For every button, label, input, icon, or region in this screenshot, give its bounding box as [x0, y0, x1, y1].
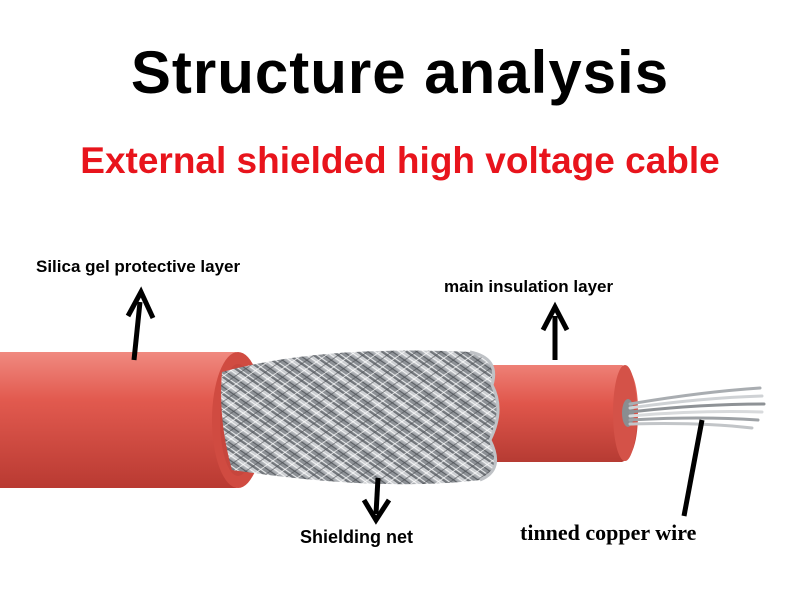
arrow-down-icon	[361, 477, 392, 525]
arrow-up-icon	[540, 301, 570, 360]
silica-label: Silica gel protective layer	[36, 257, 241, 276]
arrow-up-icon	[125, 286, 156, 361]
copper-pointer-line	[681, 419, 705, 517]
page-title: Structure analysis	[130, 39, 670, 106]
main-insulation-segment	[450, 365, 638, 462]
copper-label: tinned copper wire	[520, 520, 697, 545]
shielding-label: Shielding net	[300, 527, 414, 547]
main-insulation-label: main insulation layer	[444, 277, 614, 296]
page-subtitle: External shielded high voltage cable	[80, 140, 720, 181]
shielding-braid	[221, 350, 500, 485]
copper-strands	[628, 386, 766, 430]
